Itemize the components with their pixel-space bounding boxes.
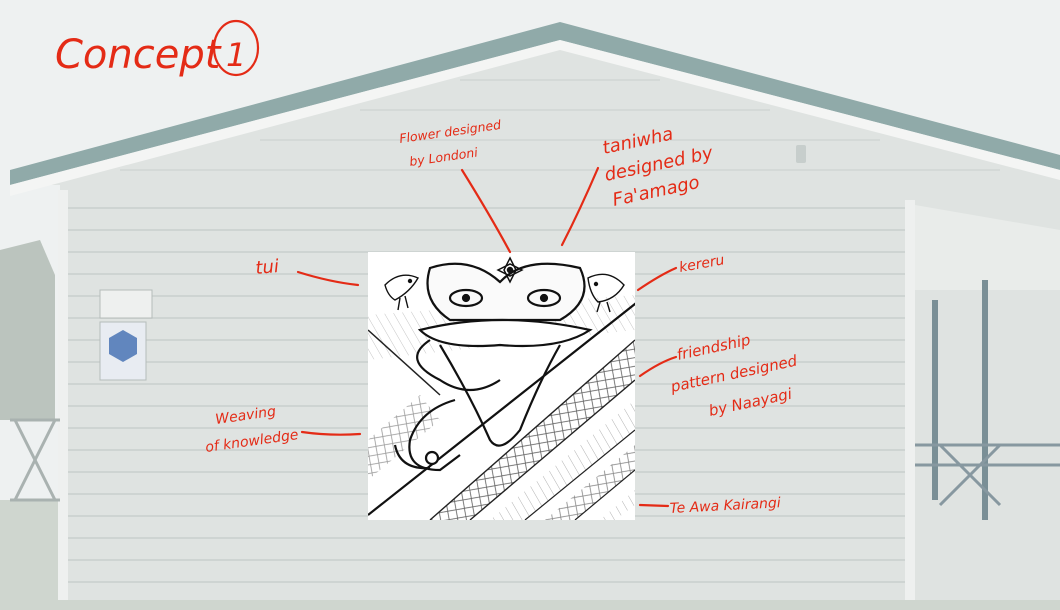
- corner-post-left: [58, 190, 68, 600]
- tui-label: tui: [255, 256, 280, 279]
- title-number: 1: [226, 36, 246, 74]
- title-word: Concept: [55, 32, 222, 78]
- wall-light: [796, 145, 806, 163]
- river-leader: [640, 505, 668, 506]
- hill-left: [0, 240, 55, 420]
- sign-top: [100, 290, 152, 318]
- corner-post-right: [905, 200, 915, 600]
- taniwha-artwork: [368, 252, 640, 520]
